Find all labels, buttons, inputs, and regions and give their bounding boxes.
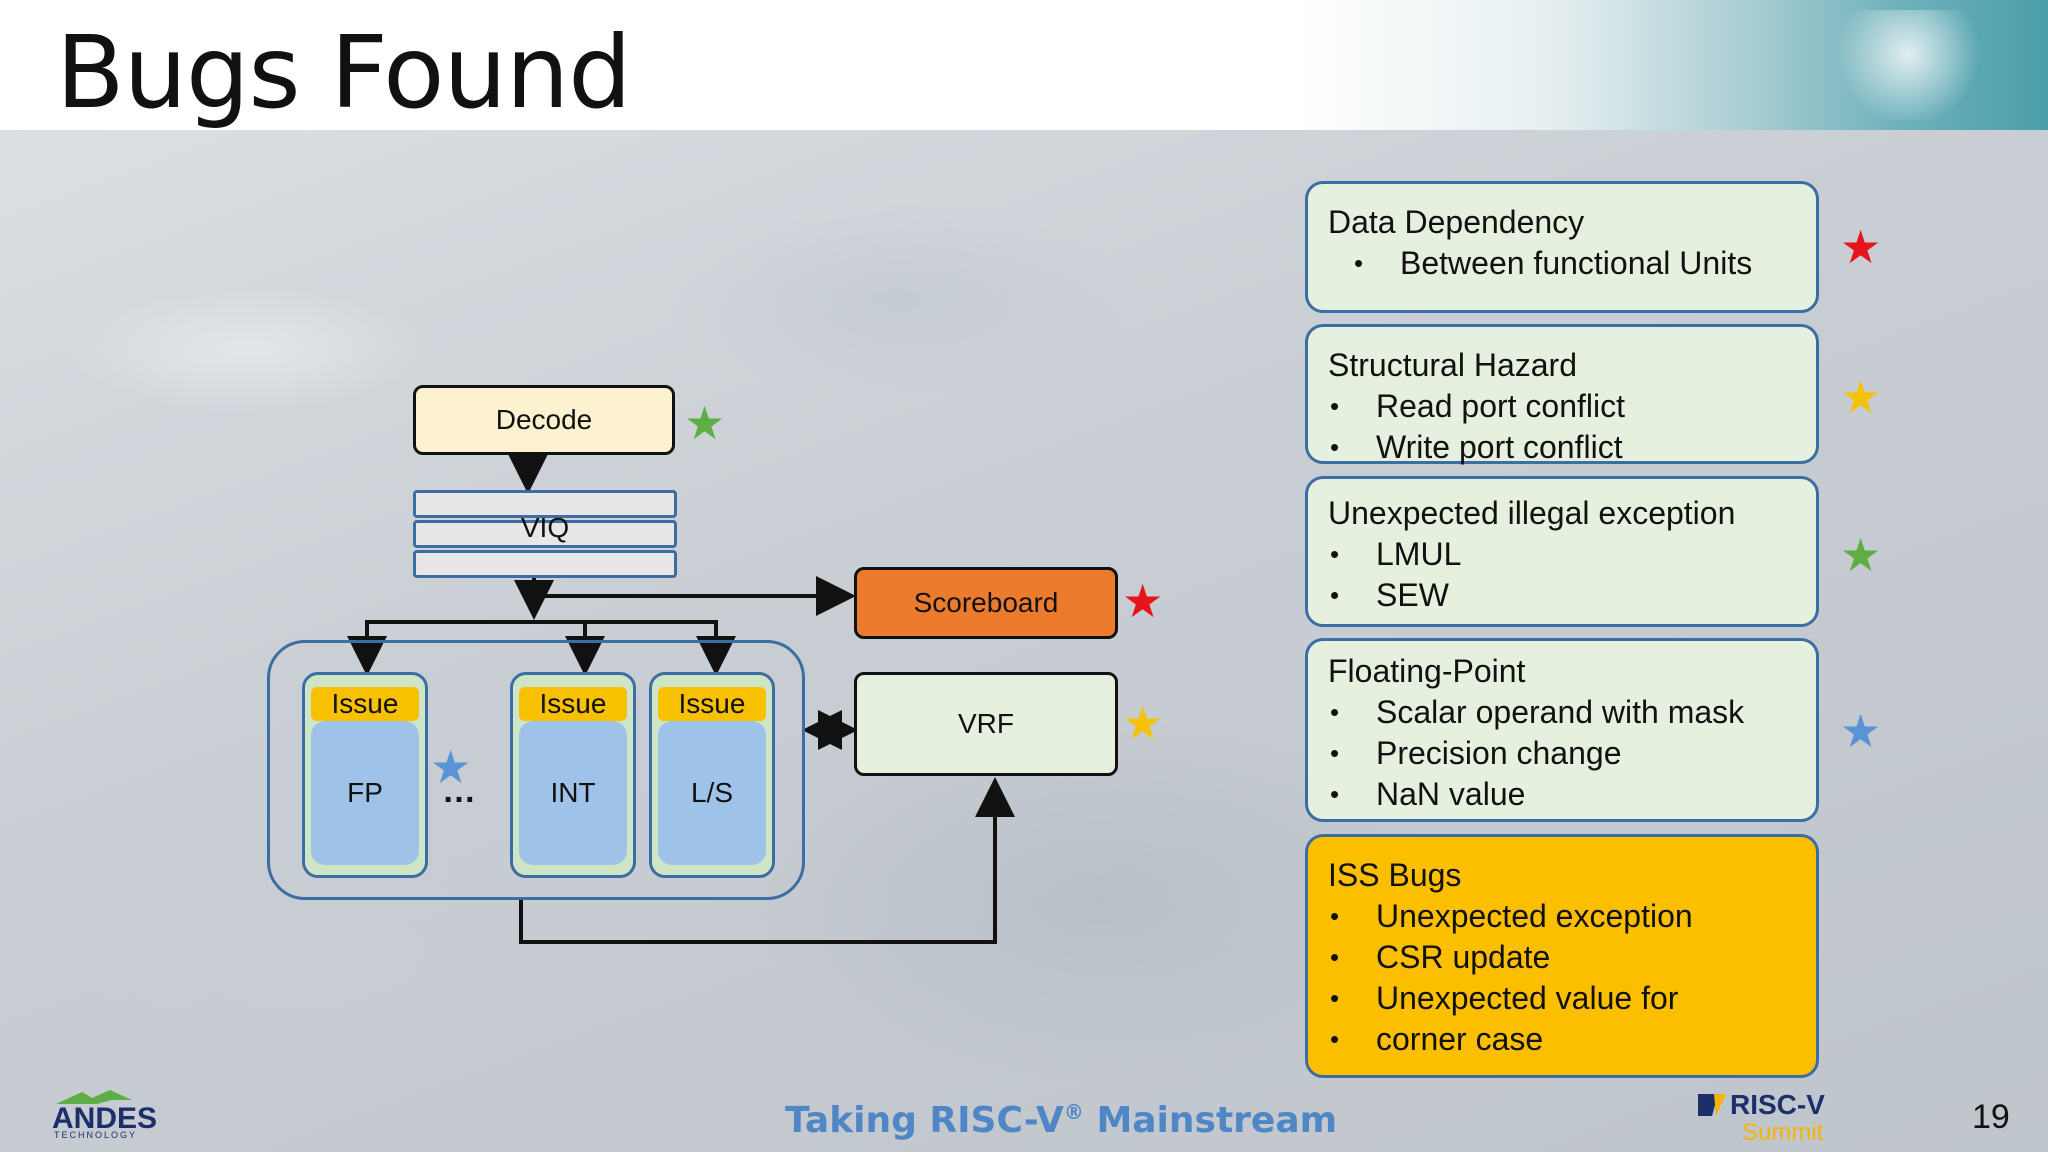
footer-registered: ®	[1063, 1100, 1084, 1124]
star-icon: ★	[1122, 574, 1164, 628]
bug-card-data-dependency: Data Dependency Between functional Units	[1305, 181, 1819, 313]
card-item: Scalar operand with mask	[1328, 692, 1796, 733]
star-icon: ★	[1122, 696, 1164, 750]
header-decoration	[1300, 0, 2048, 130]
card-title: Unexpected illegal exception	[1328, 495, 1736, 531]
card-item: NaN value	[1328, 774, 1796, 815]
card-title: Floating-Point	[1328, 653, 1526, 689]
andes-logo-subtext: TECHNOLOGY	[54, 1130, 137, 1140]
card-item: Write port conflict	[1328, 427, 1796, 468]
star-icon: ★	[1840, 370, 1882, 424]
fp-unit: Issue FP	[302, 672, 428, 878]
riscv-logo-subtext: Summit	[1742, 1119, 1824, 1146]
slide-title: Bugs Found	[56, 14, 632, 131]
card-title: Structural Hazard	[1328, 347, 1577, 383]
fp-label: FP	[311, 721, 419, 865]
issue-label: Issue	[658, 687, 766, 721]
star-icon: ★	[684, 396, 726, 450]
star-icon: ★	[1840, 528, 1882, 582]
card-item: LMUL	[1328, 534, 1796, 575]
card-item: SEW	[1328, 575, 1796, 616]
ellipsis: …	[442, 772, 476, 810]
scoreboard-label: Scoreboard	[913, 587, 1059, 618]
star-icon: ★	[1840, 704, 1882, 758]
bug-card-structural-hazard: Structural Hazard Read port conflict Wri…	[1305, 324, 1819, 468]
card-item: Unexpected value for	[1328, 978, 1796, 1019]
bug-card-illegal-exception: Unexpected illegal exception LMUL SEW	[1305, 476, 1819, 627]
card-title: Data Dependency	[1328, 204, 1585, 240]
card-item: Read port conflict	[1328, 386, 1796, 427]
viq-label: VIQ	[520, 512, 570, 543]
int-label: INT	[519, 721, 627, 865]
card-item-text: corner case	[1376, 1021, 1544, 1057]
issue-label: Issue	[519, 687, 627, 721]
card-item: CSR update	[1328, 937, 1796, 978]
ls-label: L/S	[658, 721, 766, 865]
riscv-summit-logo: RISC-V Summit	[1696, 1089, 1896, 1146]
int-unit: Issue INT	[510, 672, 636, 878]
scoreboard: Scoreboard	[854, 567, 1118, 639]
star-icon: ★	[430, 740, 472, 794]
footer-text-part2: Mainstream	[1083, 1100, 1338, 1141]
card-item: Precision change	[1328, 733, 1796, 774]
viq-queue: VIQ	[413, 490, 677, 578]
decode-label: Decode	[495, 404, 593, 435]
issue-label: Issue	[311, 687, 419, 721]
card-item: Unexpected exception	[1328, 896, 1796, 937]
footer-tagline: Taking RISC-V® Mainstream	[785, 1100, 1337, 1141]
vrf: VRF	[854, 672, 1118, 776]
card-title: ISS Bugs	[1328, 857, 1462, 893]
bug-card-iss: ISS Bugs Unexpected exception CSR update…	[1305, 834, 1819, 1078]
card-item-continuation: corner case	[1328, 1019, 1796, 1060]
vrf-label: VRF	[958, 708, 1014, 739]
riscv-logo-text: RISC-V	[1730, 1090, 1825, 1120]
star-icon: ★	[1840, 220, 1882, 274]
footer-text-part1: Taking RISC-V	[785, 1100, 1064, 1141]
decode-stage: Decode	[413, 385, 675, 455]
card-item: Between functional Units	[1328, 243, 1796, 284]
bug-card-floating-point: Floating-Point Scalar operand with mask …	[1305, 638, 1819, 822]
page-number: 19	[1972, 1098, 2010, 1136]
ls-unit: Issue L/S	[649, 672, 775, 878]
andes-logo: ANDES TECHNOLOGY	[52, 1090, 182, 1140]
issue-units-group	[267, 640, 805, 900]
header-bar: Bugs Found	[0, 0, 2048, 131]
andes-logo-text: ANDES	[52, 1102, 157, 1135]
